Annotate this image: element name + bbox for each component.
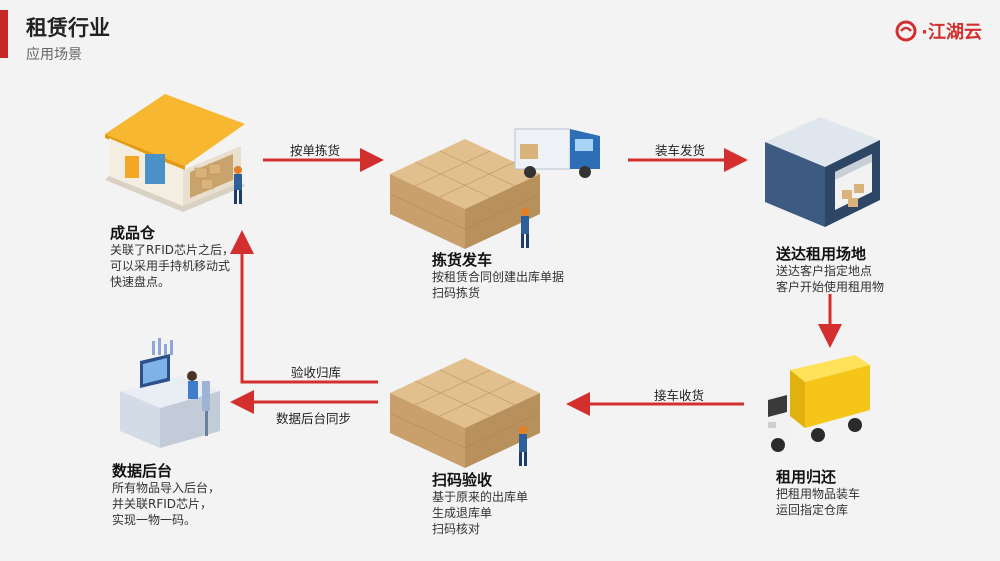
node-inspection-title: 扫码验收 [432,471,493,489]
page-title: 租赁行业 [26,16,110,40]
accent-bar [0,10,8,58]
desc-line: 生成退库单 [432,506,493,520]
desc-line: 扫码拣货 [432,286,481,300]
edge-label-pick-order: 按单拣货 [290,143,341,158]
brand-logo: ·江湖云 [895,18,982,44]
page-subtitle: 应用场景 [26,47,82,63]
desc-line: 按租赁合同创建出库单据 [432,270,565,284]
warehouse-illustration [105,94,245,212]
return-truck-illustration [765,355,870,452]
node-delivery-title: 送达租用场地 [776,245,867,263]
desc-line: 送达客户指定地点 [776,264,873,278]
inspection-illustration [389,358,541,468]
desc-line: 扫码核对 [432,522,481,536]
desc-line: 可以采用手持机移动式 [110,259,231,273]
node-return-title: 租用归还 [776,468,837,486]
arrow-accept-return [230,230,378,384]
edge-label-sync-backend: 数据后台同步 [276,411,352,426]
desc-line: 并关联RFID芯片， [112,497,213,511]
node-backend-desc: 所有物品导入后台， 并关联RFID芯片， 实现一物一码。 [112,480,220,528]
picking-illustration [389,128,600,249]
node-return-desc: 把租用物品装车 运回指定仓库 [776,486,860,518]
desc-line: 所有物品导入后台， [112,481,221,495]
node-warehouse-title: 成品仓 [110,224,156,242]
node-picking-title: 拣货发车 [432,251,493,269]
desc-line: 关联了RFID芯片之后， [110,243,235,257]
desc-line: 基于原来的出库单 [432,490,529,504]
edge-label-load-ship: 装车发货 [655,143,706,158]
desc-line: 运回指定仓库 [776,503,849,517]
logo-text: ·江湖云 [921,22,982,43]
edge-label-accept-return: 验收归库 [291,365,342,380]
edge-label-receive: 接车收货 [654,388,705,403]
desc-line: 把租用物品装车 [776,487,861,501]
node-warehouse-desc: 关联了RFID芯片之后， 可以采用手持机移动式 快速盘点。 [110,242,234,290]
desc-line: 实现一物一码。 [112,513,197,527]
delivery-site-illustration [765,117,880,227]
node-inspection-desc: 基于原来的出库单 生成退库单 扫码核对 [432,489,528,537]
desc-line: 快速盘点。 [110,275,171,289]
desc-line: 客户开始使用租用物 [776,280,885,294]
node-picking-desc: 按租赁合同创建出库单据 扫码拣货 [432,269,564,301]
logo-swirl-icon [895,20,917,42]
node-delivery-desc: 送达客户指定地点 客户开始使用租用物 [776,263,884,295]
node-backend-title: 数据后台 [112,462,173,480]
backend-workstation-illustration [120,338,220,448]
